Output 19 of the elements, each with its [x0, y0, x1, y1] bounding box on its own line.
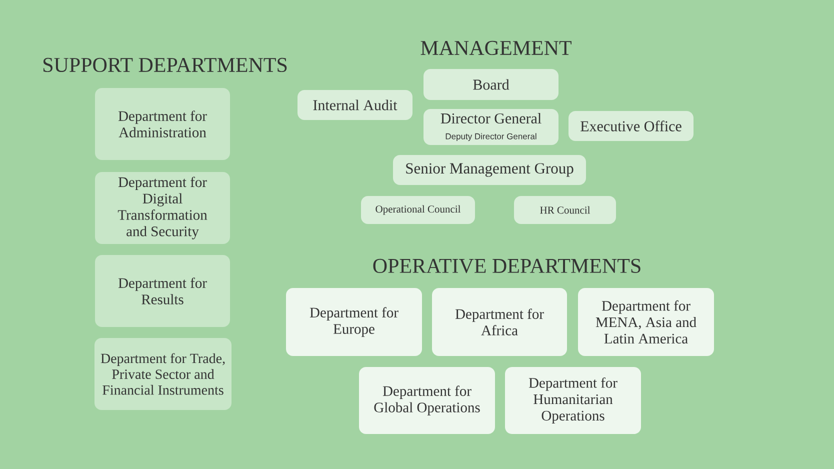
office-box: Senior Management Group: [393, 155, 586, 185]
office-box: Director General Deputy Director General: [424, 109, 558, 145]
department-box: Department for Europe: [286, 288, 422, 356]
department-box: Department for Results: [95, 255, 230, 327]
department-box: Department for Trade, Private Sector and Financial Instruments: [94, 338, 232, 410]
office-box: Executive Office: [568, 111, 694, 141]
office-box: HR Council: [514, 196, 616, 224]
office-box: Board: [424, 69, 558, 100]
office-box: Internal Audit: [298, 90, 412, 120]
department-box: Department for Global Operations: [359, 367, 495, 434]
department-box: Department for Africa: [432, 288, 567, 356]
heading: SUPPORT DEPARTMENTS: [44, 58, 287, 72]
heading: OPERATIVE DEPARTMENTS: [373, 258, 640, 274]
heading: MANAGEMENT: [420, 40, 572, 56]
department-box: Department for Humanitarian Operations: [505, 367, 641, 434]
department-box: Department for Administration: [95, 88, 230, 160]
department-box: Department for Digital Transformation and Security: [95, 172, 230, 244]
office-box: Operational Council: [361, 196, 475, 224]
department-box: Department for MENA, Asia and Latin America: [578, 288, 714, 356]
